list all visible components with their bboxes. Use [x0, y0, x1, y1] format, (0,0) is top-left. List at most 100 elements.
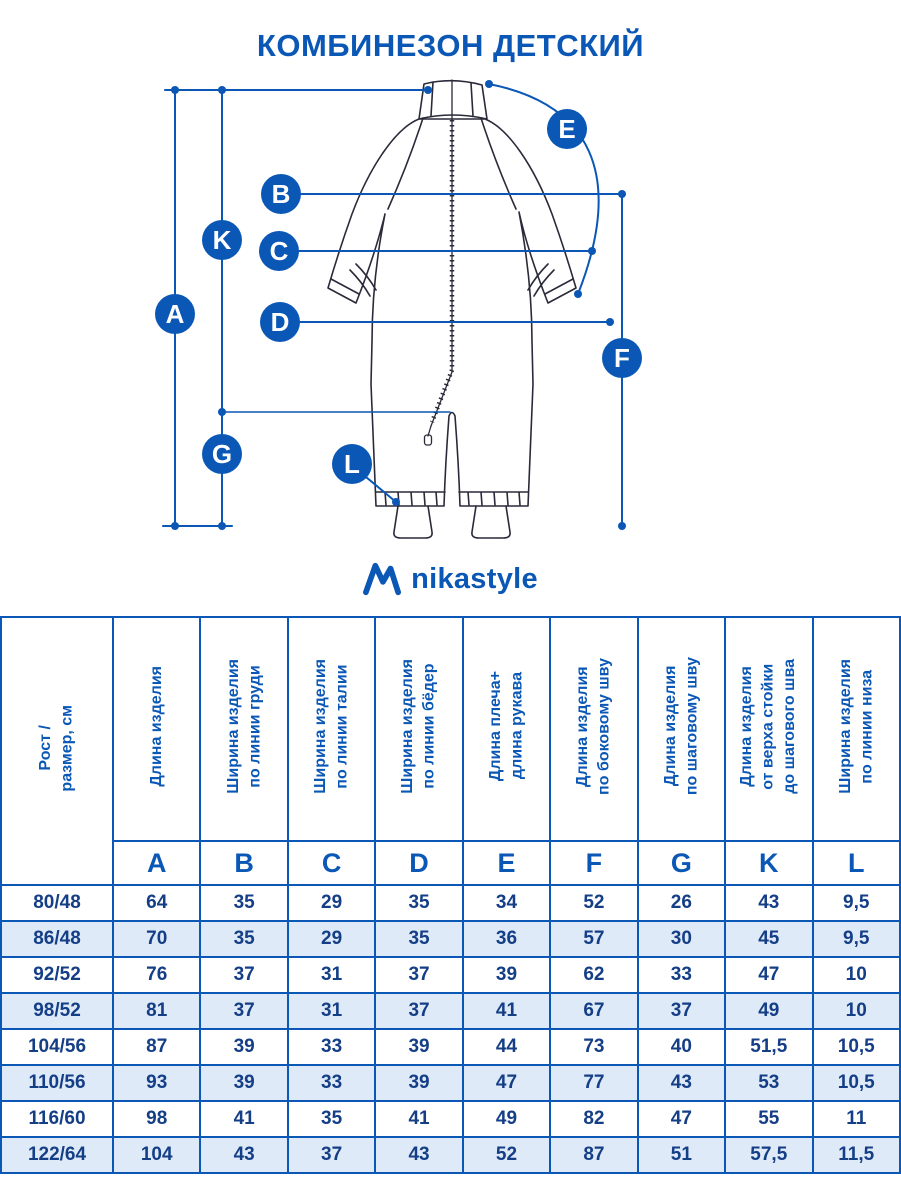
raglan-seams — [387, 117, 517, 210]
value-cell: 53 — [724, 1064, 814, 1102]
value-cell: 41 — [374, 1100, 464, 1138]
page-title: КОМБИНЕЗОН ДЕТСКИЙ — [256, 28, 645, 63]
value-cell: 41 — [199, 1100, 289, 1138]
value-cell: 35 — [199, 920, 289, 958]
value-cell: 37 — [374, 956, 464, 994]
brand-logo: nikastyle — [0, 554, 901, 604]
size-cell: 86/48 — [0, 920, 114, 958]
label-A-badge: A — [155, 294, 195, 334]
value-cell: 37 — [199, 956, 289, 994]
value-cell: 37 — [199, 992, 289, 1030]
value-cell: 67 — [549, 992, 639, 1030]
value-cell: 29 — [286, 884, 377, 922]
col-header-K: Длина изделия от верха стойки до шаговог… — [724, 616, 814, 842]
value-cell: 35 — [374, 884, 464, 922]
col-header-F: Длина изделия по боковому шву — [549, 616, 639, 842]
size-cell: 98/52 — [0, 992, 114, 1030]
value-cell: 37 — [374, 992, 464, 1030]
value-cell: 10,5 — [811, 1028, 901, 1066]
col-letter-B: B — [199, 840, 289, 886]
svg-text:E: E — [558, 114, 575, 144]
measurement-labels: A B C D E F G — [155, 109, 642, 484]
value-cell: 39 — [461, 956, 552, 994]
value-cell: 44 — [461, 1028, 552, 1066]
col-letter-A: A — [111, 840, 202, 886]
svg-text:A: A — [166, 299, 185, 329]
value-cell: 73 — [549, 1028, 639, 1066]
sleeve-cuffs — [330, 278, 574, 295]
measurement-lines — [162, 83, 623, 527]
col-header-C: Ширина изделия по линии талии — [286, 616, 377, 842]
size-cell: 104/56 — [0, 1028, 114, 1066]
size-cell: 122/64 — [0, 1136, 114, 1174]
value-cell: 33 — [286, 1064, 377, 1102]
value-cell: 43 — [724, 884, 814, 922]
size-cell: 92/52 — [0, 956, 114, 994]
value-cell: 35 — [286, 1100, 377, 1138]
svg-text:F: F — [614, 343, 630, 373]
value-cell: 104 — [111, 1136, 202, 1174]
value-cell: 34 — [461, 884, 552, 922]
col-header-size: Рост / размер, см — [0, 616, 114, 886]
value-cell: 10 — [811, 992, 901, 1030]
value-cell: 39 — [199, 1064, 289, 1102]
label-C-badge: C — [259, 231, 299, 271]
value-cell: 43 — [374, 1136, 464, 1174]
size-table: Рост / размер, см Длина изделия Ширина и… — [0, 616, 901, 1174]
value-cell: 62 — [549, 956, 639, 994]
value-cell: 45 — [724, 920, 814, 958]
label-K-badge: K — [202, 220, 242, 260]
col-letter-G: G — [636, 840, 727, 886]
col-letter-L: L — [811, 840, 901, 886]
value-cell: 64 — [111, 884, 202, 922]
value-cell: 70 — [111, 920, 202, 958]
value-cell: 57,5 — [724, 1136, 814, 1174]
garment-drawing — [327, 79, 577, 539]
value-cell: 10,5 — [811, 1064, 901, 1102]
value-cell: 81 — [111, 992, 202, 1030]
col-header-E: Длина плеча+ длина рукава — [461, 616, 552, 842]
value-cell: 47 — [636, 1100, 727, 1138]
value-cell: 47 — [724, 956, 814, 994]
value-cell: 37 — [636, 992, 727, 1030]
value-cell: 52 — [461, 1136, 552, 1174]
label-F-badge: F — [602, 338, 642, 378]
value-cell: 10 — [811, 956, 901, 994]
measurement-dots — [171, 80, 626, 530]
pocket-welts — [349, 263, 555, 297]
size-table-header: Рост / размер, см Длина изделия Ширина и… — [0, 616, 901, 886]
value-cell: 87 — [111, 1028, 202, 1066]
value-cell: 39 — [374, 1064, 464, 1102]
value-cell: 30 — [636, 920, 727, 958]
garment-measurement-diagram: A B C D E F G — [155, 79, 642, 539]
svg-text:D: D — [271, 307, 290, 337]
value-cell: 11,5 — [811, 1136, 901, 1174]
value-cell: 29 — [286, 920, 377, 958]
value-cell: 57 — [549, 920, 639, 958]
value-cell: 47 — [461, 1064, 552, 1102]
label-B-badge: B — [261, 174, 301, 214]
foot-straps — [393, 505, 511, 539]
col-header-B: Ширина изделия по линии груди — [199, 616, 289, 842]
value-cell: 33 — [636, 956, 727, 994]
logo-mark-icon — [363, 562, 402, 596]
value-cell: 49 — [461, 1100, 552, 1138]
value-cell: 36 — [461, 920, 552, 958]
value-cell: 41 — [461, 992, 552, 1030]
value-cell: 49 — [724, 992, 814, 1030]
svg-text:B: B — [272, 179, 291, 209]
value-cell: 39 — [374, 1028, 464, 1066]
col-letter-E: E — [461, 840, 552, 886]
value-cell: 93 — [111, 1064, 202, 1102]
value-cell: 35 — [199, 884, 289, 922]
zipper — [423, 114, 455, 446]
value-cell: 35 — [374, 920, 464, 958]
value-cell: 43 — [636, 1064, 727, 1102]
value-cell: 52 — [549, 884, 639, 922]
label-G-badge: G — [202, 434, 242, 474]
